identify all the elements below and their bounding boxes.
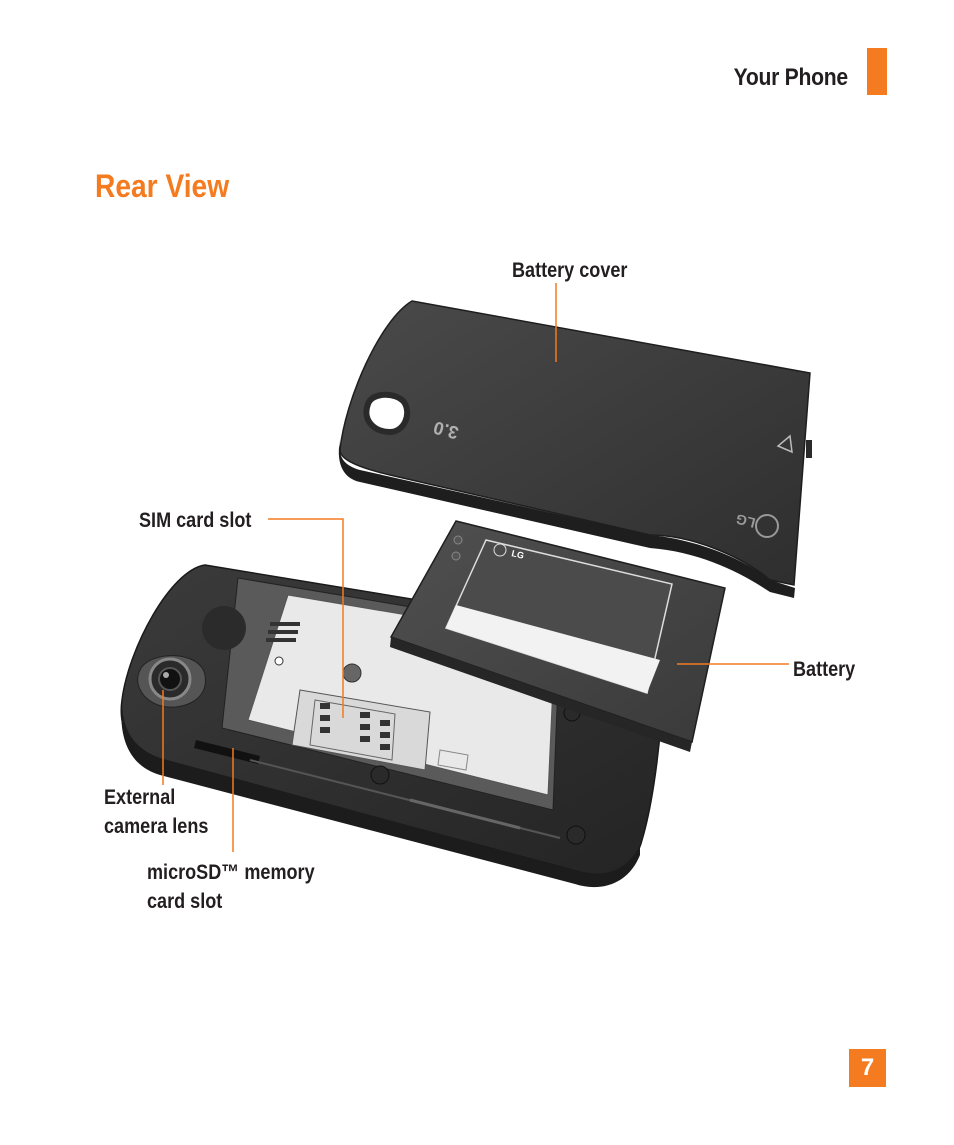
label-battery: Battery <box>793 658 856 681</box>
label-microsd-line2: card slot <box>147 890 223 913</box>
camera-lens-icon <box>137 655 206 708</box>
battery-brand-text: LG <box>511 548 525 561</box>
battery: LG <box>389 520 726 752</box>
label-battery-cover: Battery cover <box>512 259 628 282</box>
section-tab-marker <box>867 48 887 95</box>
label-sim-card-slot: SIM card slot <box>139 509 252 532</box>
callout-lines <box>162 283 789 852</box>
page-heading: Rear View <box>95 168 230 204</box>
label-camera-line1: External <box>104 786 176 809</box>
cover-brand-text: LG <box>734 511 757 532</box>
label-microsd-line1: microSD™ memory <box>147 861 315 884</box>
section-title: Your Phone <box>733 64 849 91</box>
label-microsd-slot: microSD™ memory card slot <box>147 858 315 916</box>
sim-card-callout <box>268 518 344 718</box>
label-camera-line2: camera lens <box>104 815 209 838</box>
page-number: 7 <box>849 1049 886 1087</box>
battery-cover: LG 3.0 <box>338 300 812 598</box>
label-external-camera-lens: External camera lens <box>104 783 208 841</box>
